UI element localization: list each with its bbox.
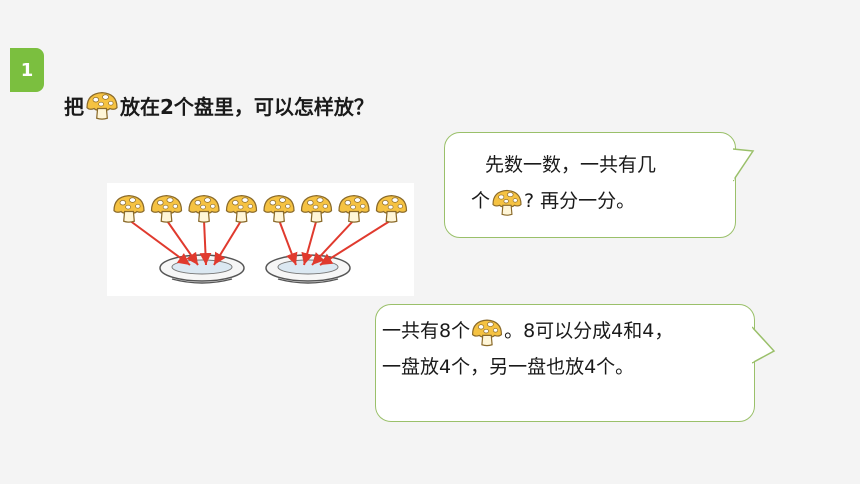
arrow [301,219,318,266]
mushroom-icon [490,188,524,216]
bubble1-line1: 先数一数，一共有几 [485,154,657,176]
step-number: 1 [20,59,34,81]
question-prefix: 把 [64,94,84,119]
question-text: 把 放在2个盘里，可以怎样放？ [64,88,374,122]
mushroom-icon [188,195,220,223]
mushroom-icon [470,317,504,347]
mushroom-icon [338,195,370,223]
bubble-tail [733,148,755,182]
bubble2-line1-prefix: 一共有8个 [382,320,471,342]
question-suffix: 放在2个盘里，可以怎样放？ [120,94,374,119]
mushroom-icon [84,90,120,120]
bubble2-line1: 一共有8个 。8可以分成4和4， [382,313,742,349]
mushroom-icon [263,195,295,223]
mushroom-icon [113,195,145,223]
mushroom-icon [300,195,333,223]
speech-bubble-answer: 一共有8个 。8可以分成4和4， 一盘放4个，另一盘也放4个。 [375,304,776,422]
bubble2-line1-suffix: 。8可以分成4和4， [504,320,674,342]
bubble1-line2: 个 ? 再分一分。 [471,183,719,219]
plate [265,254,351,284]
speech-bubble-count: 先数一数，一共有几 个 ? 再分一分。 [444,132,755,238]
mushroom-plates-figure [107,183,414,296]
figure-canvas [113,195,408,284]
step-number-badge: 1 [10,48,44,92]
mushroom-icon [225,195,258,223]
plate [159,254,245,284]
arrow [319,219,393,266]
arrow [311,219,355,266]
bubble2-line2: 一盘放4个，另一盘也放4个。 [382,356,635,378]
bubble1-line2-suffix: ? 再分一分。 [524,190,636,212]
mushroom-icon [375,195,408,223]
arrow [165,219,199,266]
bubble-tail [752,326,776,364]
arrow [199,219,212,266]
mushroom-icon [150,195,183,223]
arrow [128,219,191,266]
arrow [278,219,298,266]
bubble1-line2-prefix: 个 [471,190,491,212]
arrow [213,219,243,266]
